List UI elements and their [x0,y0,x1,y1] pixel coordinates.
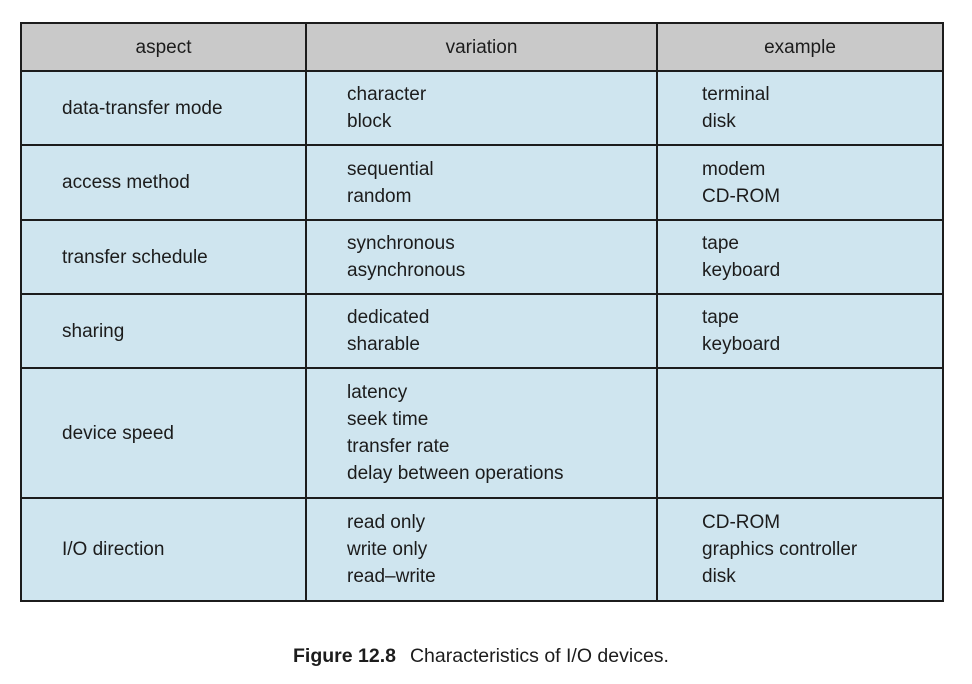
cell-line: data-transfer mode [62,97,223,119]
aspect-cell: transfer schedule [20,219,307,295]
variation-cell: dedicated sharable [305,293,658,369]
example-cell [656,367,944,499]
table-row: I/O direction read only write only read–wr… [20,497,944,602]
cell-line: sharing [62,320,125,342]
aspect-cell: data-transfer mode [20,70,307,146]
cell-line: graphics controller [702,539,858,560]
variation-cell: latency seek time transfer rate delay betwe… [305,367,658,499]
cell-line: block [347,111,392,132]
cell-line: disk [702,566,736,587]
cell-line: write only [347,539,428,560]
cell-line: character [347,84,427,105]
cell-line: sharable [347,334,420,355]
cell-line: read–write [347,566,436,587]
example-cell: tape keyboard [656,293,944,369]
column-header-example: example [656,22,944,72]
figure-caption-text: Characteristics of I/O devices. [409,645,669,667]
cell-line: synchronous [347,233,455,254]
table-row: sharing dedicated sharable tape keyboard [20,293,944,369]
cell-line: keyboard [702,260,781,281]
variation-cell: read only write only read–write [305,497,658,602]
cell-line: tape [702,307,739,328]
column-header-aspect: aspect [20,22,307,72]
cell-line: access method [62,172,190,193]
variation-cell: synchronous asynchronous [305,219,658,295]
aspect-cell: sharing [20,293,307,369]
cell-line: CD-ROM [702,185,781,207]
cell-line: transfer rate [347,436,450,457]
cell-line: seek time [347,409,429,430]
aspect-cell: I/O direction [20,497,307,602]
cell-line: device speed [62,422,174,444]
cell-line: sequential [347,158,434,180]
cell-line: latency [347,382,408,403]
cell-line: terminal [702,84,770,105]
cell-line: disk [702,111,736,132]
cell-line: delay between operations [347,463,564,484]
column-header-variation: variation [305,22,658,72]
aspect-cell: device speed [20,367,307,499]
cell-line: read only [347,512,426,533]
cell-line: random [347,185,412,207]
variation-cell: sequential random [305,144,658,221]
table-row: data-transfer mode character block termin… [20,70,944,146]
aspect-cell: access method [20,144,307,221]
variation-cell: character block [305,70,658,146]
cell-line: tape [702,233,739,254]
cell-line: dedicated [347,307,430,328]
cell-line: I/O direction [62,539,165,560]
example-cell: tape keyboard [656,219,944,295]
cell-line: CD-ROM [702,512,781,533]
cell-line: transfer schedule [62,246,208,268]
table-body: data-transfer mode character block termin… [20,70,944,602]
table-header-row: aspect variation example [20,22,944,72]
example-cell: CD-ROM graphics controller disk [656,497,944,602]
example-cell: terminal disk [656,70,944,146]
cell-line: asynchronous [347,260,466,281]
cell-line: keyboard [702,334,781,355]
figure-caption: Figure 12.8 Characteristics of I/O device… [0,643,962,669]
io-characteristics-table: aspect variation example data-transfer m… [20,22,944,602]
cell-line: modem [702,158,766,180]
table-row: transfer schedule synchronous asynchronou… [20,219,944,295]
figure-caption-label: Figure 12.8 [293,645,396,667]
table-row: device speed latency seek time transfer ra… [20,367,944,499]
